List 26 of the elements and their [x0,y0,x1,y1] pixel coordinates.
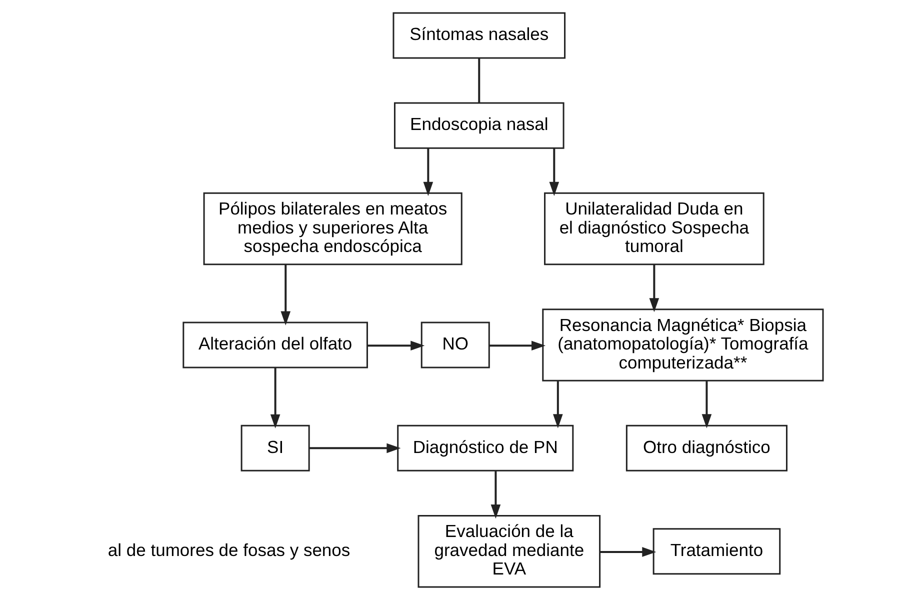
node-box: Pólipos bilaterales en meatos medios y superiores Alta sospecha endoscópica [203,192,462,266]
arrow [280,264,291,326]
arrow [600,547,656,557]
arrow [270,368,280,428]
node-box: Unilateralidad Duda en el diagnóstico Sospecha tumoral [544,192,764,266]
node-box: Endoscopia nasal [394,102,564,149]
node-box: Resonancia Magnética* Biopsia (anatomopatología)* Tomografía computerizada** [542,308,824,382]
node-box: Diagnóstico de PN [397,424,574,472]
label: al de tumores de fosas y senos [108,540,350,560]
arrow [490,471,501,519]
node-box: Otro diagnóstico [626,424,788,472]
node-box: Alteración del olfato [182,322,368,368]
arrow [549,148,560,196]
arrow [367,340,425,351]
arrow [649,264,660,312]
node-box: NO [420,322,490,368]
arrow [489,340,546,351]
arrow [310,443,401,454]
node-box: Síntomas nasales [392,12,566,59]
connector [478,58,480,103]
arrow [702,381,712,428]
node-box: SI [240,424,310,472]
node-box: Tratamiento [652,528,781,575]
arrow [553,381,563,428]
node-box: Evaluación de la gravedad mediante EVA [418,514,601,588]
arrow [423,148,434,196]
